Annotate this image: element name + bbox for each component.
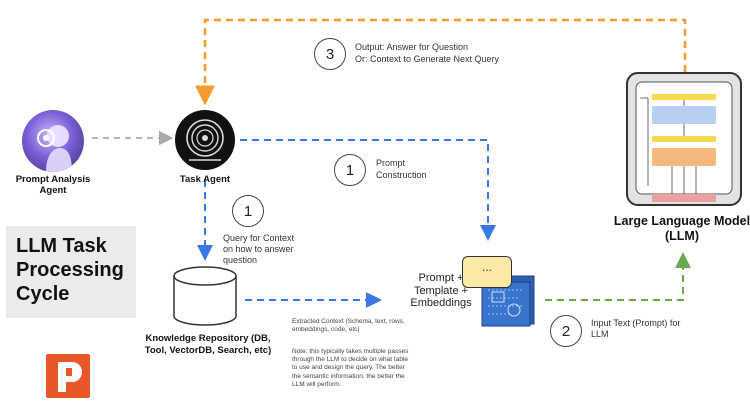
llm-monitor-icon <box>626 72 742 206</box>
step-1-query-badge: 1 <box>232 195 264 227</box>
prompt-analysis-agent-label: Prompt Analysis Agent <box>15 174 91 196</box>
output-arrow <box>195 18 687 106</box>
step-3-badge: 3 <box>314 38 346 70</box>
step-2-badge: 2 <box>550 315 582 347</box>
step-2-text: Input Text (Prompt) for LLM <box>591 318 681 339</box>
prompt-construction-arrow <box>240 139 496 241</box>
step-1-prompt-line-1: Prompt <box>376 158 406 168</box>
task-agent-icon <box>175 110 235 170</box>
llm-label: Large Language Model (LLM) <box>613 214 750 243</box>
step-1-query-text: Query for Context on how to answer quest… <box>223 233 295 265</box>
step-3-line-1: Output: Answer for Question <box>355 42 469 52</box>
page-title: LLM Task Processing Cycle <box>6 226 136 318</box>
extracted-context-note: Extracted Context (Schema, text, rows, e… <box>292 318 405 334</box>
step-1-prompt-line-2: Construction <box>376 170 427 180</box>
database-icon <box>173 266 237 326</box>
step-1-prompt-badge: 1 <box>334 154 366 186</box>
brand-logo <box>46 354 90 398</box>
knowledge-repository-label: Knowledge Repository (DB, Tool, VectorDB… <box>144 333 272 356</box>
input-text-arrow <box>545 252 691 301</box>
speech-bubble: ... <box>462 256 512 288</box>
step-3-line-2: Or: Context to Generate Next Query <box>355 54 500 64</box>
prompt-analysis-agent-icon <box>22 110 84 172</box>
speech-bubble-text: ... <box>481 260 492 274</box>
multiple-passes-note: Note: this typically takes multiple pass… <box>292 348 409 388</box>
task-agent-label: Task Agent <box>179 174 231 185</box>
blueprint-document-icon <box>480 270 538 328</box>
prompt-template-label: Prompt + Template + Embeddings <box>410 272 472 309</box>
